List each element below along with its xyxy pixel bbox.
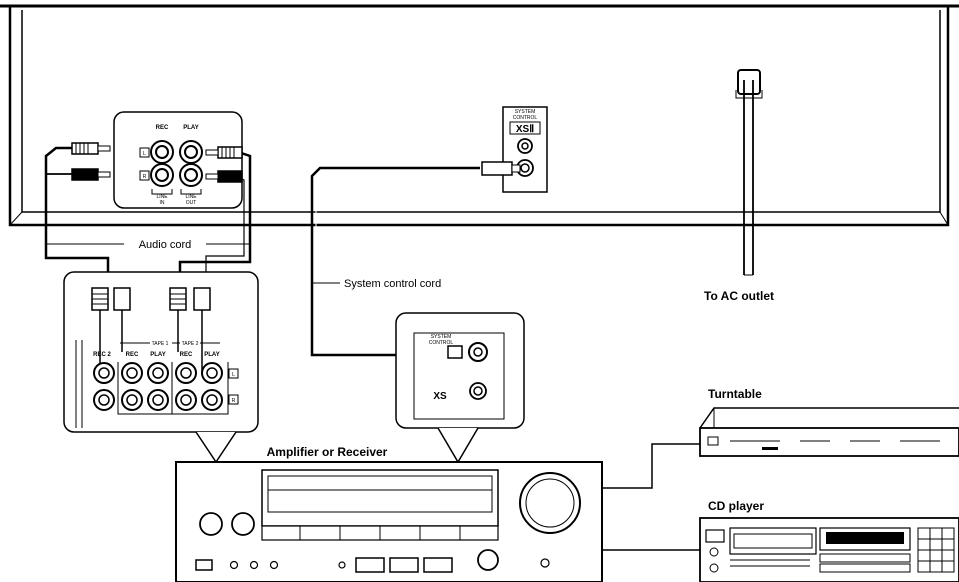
tape2-rec-label: REC [180, 352, 193, 358]
deck-rear-panel [0, 4, 959, 227]
tape1-rec-label: REC [126, 352, 139, 358]
deck-play-l-jack[interactable] [179, 140, 203, 164]
deck-l-label: L [143, 151, 146, 157]
amp-system-label-2: CONTROL [429, 340, 454, 346]
deck-system-label-2: CONTROL [513, 115, 538, 121]
audio-cord-label: Audio cord [139, 239, 192, 251]
component-connection-lines [602, 443, 700, 551]
ac-power-cord [735, 69, 763, 276]
deck-play-r-jack[interactable] [179, 163, 203, 187]
deck-r-label: R [143, 174, 147, 180]
amp-r-label: R [232, 398, 236, 404]
amp-audio-plugs [75, 287, 211, 428]
tape2-label: TAPE 2 [182, 341, 199, 347]
tape2-play-label: PLAY [204, 352, 219, 358]
amplifier-label: Amplifier or Receiver [267, 445, 388, 459]
deck-system-jack-upper[interactable] [517, 138, 533, 154]
deck-line-in-label-2: IN [160, 200, 165, 206]
tape1-play-label: PLAY [150, 352, 165, 358]
deck-xs-logo: XSⅡ [516, 124, 534, 135]
rec2-label: REC 2 [93, 352, 111, 358]
tape1-label: TAPE 1 [152, 341, 169, 347]
deck-line-out-label-2: OUT [186, 200, 197, 206]
amp-jack-row-l [93, 362, 223, 384]
deck-system-label-1: SYSTEM [515, 109, 536, 115]
amp-jack-row-r [93, 389, 223, 411]
cd-player [699, 517, 959, 582]
turntable-label: Turntable [708, 387, 762, 401]
amp-system-jack-upper[interactable] [468, 342, 488, 362]
deck-rec-r-jack[interactable] [150, 163, 174, 187]
amp-l-label: L [232, 372, 235, 378]
amp-system-control-panel: SYSTEM CONTROL XS [395, 312, 525, 464]
amp-system-jack-lower[interactable] [469, 382, 487, 400]
system-control-cord-label: System control cord [344, 278, 441, 290]
system-control-cord [310, 161, 521, 357]
deck-rec-label: REC [156, 125, 169, 131]
deck-rec-l-jack[interactable] [150, 140, 174, 164]
deck-line-out-label-1: LINE [185, 194, 197, 200]
deck-play-label: PLAY [183, 125, 198, 131]
deck-audio-plugs [46, 142, 243, 183]
turntable [699, 407, 959, 457]
amp-xs-logo: XS [433, 391, 447, 402]
to-ac-outlet-label: To AC outlet [704, 289, 774, 303]
amp-system-label-1: SYSTEM [431, 334, 452, 340]
deck-line-in-label-1: LINE [156, 194, 168, 200]
cd-player-label: CD player [708, 499, 764, 513]
amplifier-front [175, 461, 603, 582]
amp-audio-jack-panel: TAPE 1 TAPE 2 REC 2 REC PLAY REC PLAY [63, 271, 259, 464]
deck-system-control-panel: SYSTEM CONTROL XSⅡ [502, 106, 548, 193]
deck-audio-jack-panel: REC PLAY L R LINE IN LINE OUT [113, 111, 243, 209]
